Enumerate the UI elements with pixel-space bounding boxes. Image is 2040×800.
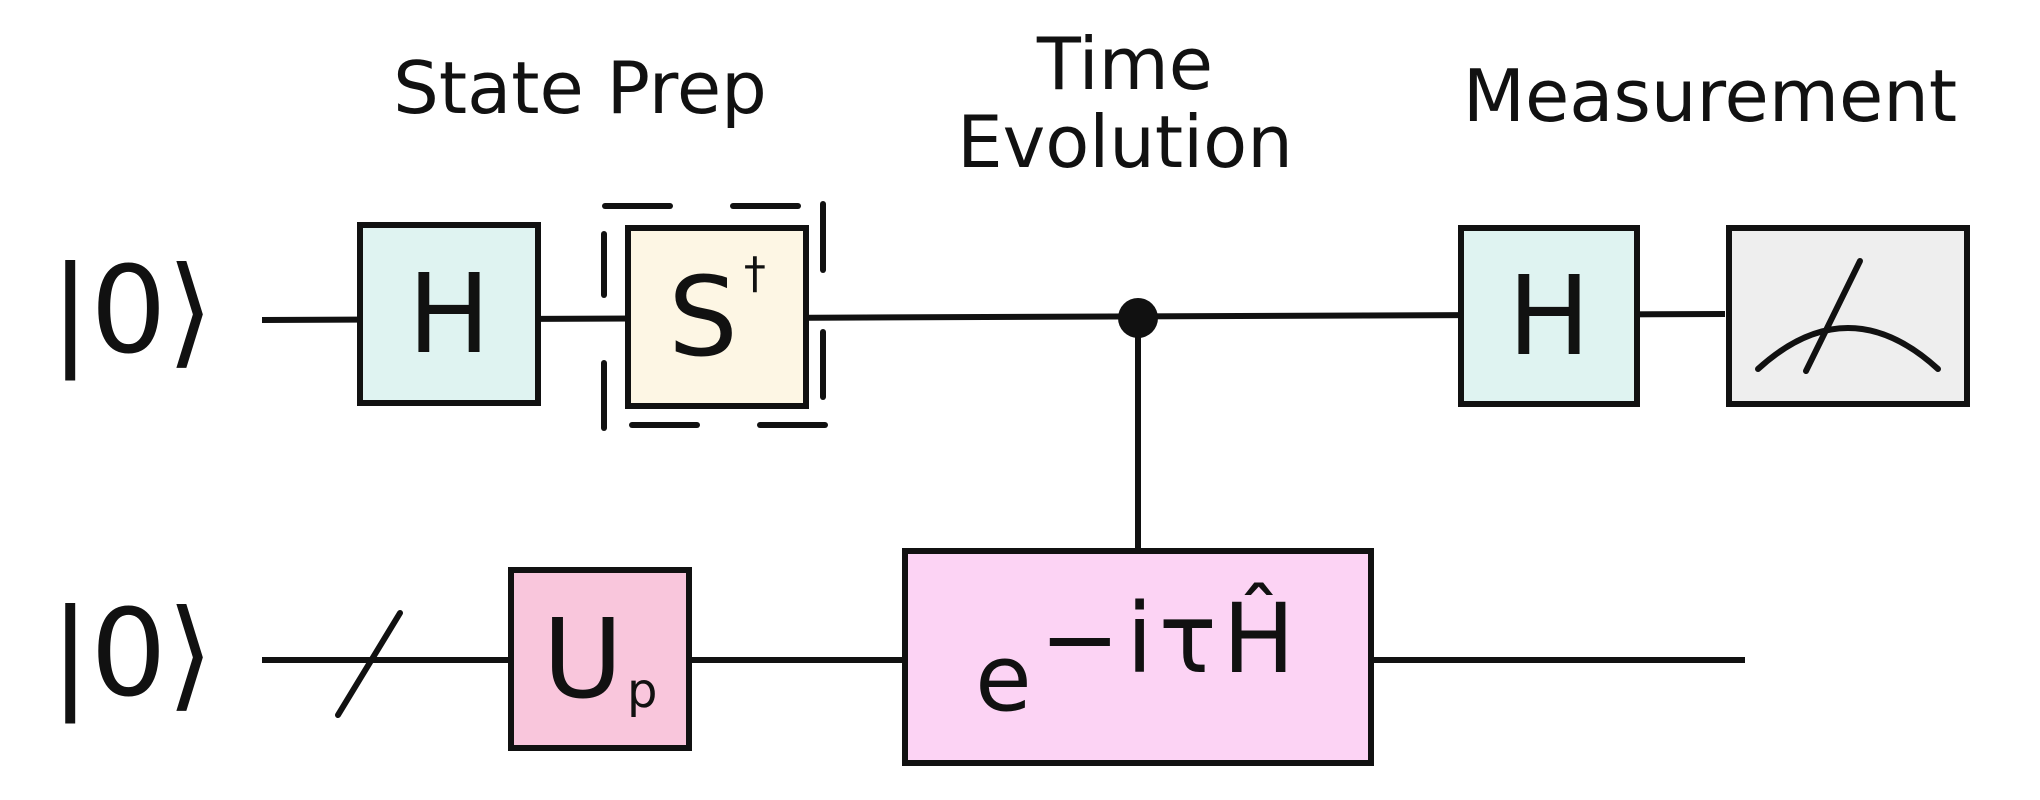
time-evolution-base: e: [975, 625, 1032, 732]
label-time-evolution: Time Evolution: [905, 28, 1345, 178]
bundle-slash: [335, 610, 403, 718]
hadamard-gate-2: H: [1458, 225, 1640, 407]
u-p-gate: U p: [508, 567, 692, 751]
hadamard-gate-1: H: [357, 222, 541, 406]
label-time-evolution-line1: Time: [1036, 22, 1214, 106]
u-p-gate-subscript: p: [627, 663, 658, 719]
u-p-gate-label: U: [542, 595, 624, 723]
s-dagger-gate-superscript: †: [743, 247, 766, 299]
label-measurement: Measurement: [1462, 54, 1958, 138]
s-dagger-gate-label: S: [668, 253, 738, 381]
time-evolution-exponent: −iτĤ: [1039, 583, 1301, 695]
s-dagger-dashed-outline: [601, 201, 828, 431]
time-evolution-gate: e −iτĤ: [902, 548, 1374, 766]
hadamard-gate-1-label: H: [407, 250, 491, 378]
ket-qubit-0: |0⟩: [50, 242, 214, 381]
control-dot: [1118, 298, 1158, 338]
hadamard-gate-2-label: H: [1507, 252, 1591, 380]
label-time-evolution-line2: Evolution: [957, 100, 1293, 184]
meter-icon: [1755, 258, 1941, 374]
ket-qubit-1: |0⟩: [50, 585, 214, 724]
label-state-prep: State Prep: [393, 46, 767, 130]
s-dagger-gate: S †: [625, 225, 809, 409]
measurement-gate: [1726, 225, 1970, 407]
